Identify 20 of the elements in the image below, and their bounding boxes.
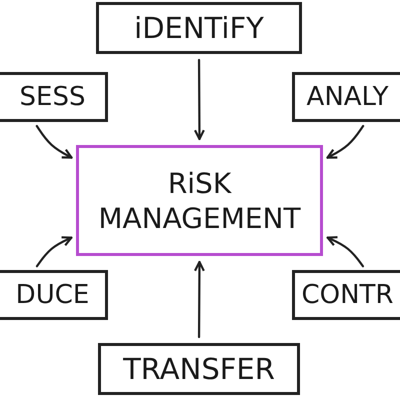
arrow [326,236,364,268]
process-box [98,343,300,395]
arrow [326,124,364,159]
box-label: DUCE [16,278,90,312]
arrow [36,236,72,268]
process-box [0,270,108,320]
process-box [0,72,108,122]
process-box [292,72,400,122]
box-label: ANALY [306,80,388,114]
arrow [36,124,73,159]
box-label: RiSK MANAGEMENT [97,166,302,236]
box-label: TRANSFER [123,350,275,388]
arrow [194,58,205,140]
central-box [76,145,323,256]
box-label: SESS [20,80,86,114]
box-label: CONTR [301,278,394,312]
process-box [292,270,400,320]
box-label: iDENTiFY [134,10,264,46]
process-box [96,2,302,54]
arrow [194,260,205,338]
